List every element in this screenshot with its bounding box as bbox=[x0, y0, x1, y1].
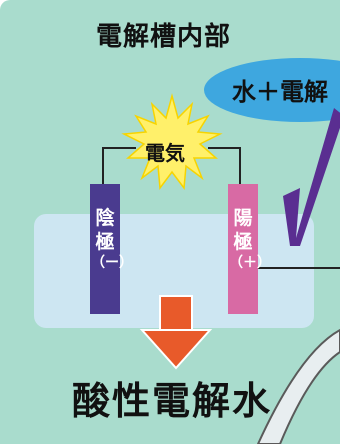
anode-label: 陽 極 （＋） bbox=[229, 206, 271, 272]
wire-left bbox=[102, 147, 136, 184]
speech-bubble-text: 水＋電解 bbox=[232, 78, 328, 106]
power-label: 電気 bbox=[145, 141, 185, 165]
speech-bubble bbox=[204, 58, 340, 122]
cathode-name-1: 陰 bbox=[95, 207, 115, 229]
diagram-title: 電解槽内部 bbox=[96, 22, 232, 52]
cathode-sign: （ー） bbox=[91, 255, 133, 271]
cathode-electrode bbox=[90, 184, 120, 314]
anode-sign: （＋） bbox=[229, 255, 271, 271]
cathode-label: 陰 極 （ー） bbox=[91, 206, 133, 272]
sun-burst-icon bbox=[121, 93, 223, 191]
anode-name-2: 極 bbox=[233, 231, 253, 253]
down-arrow-icon bbox=[139, 295, 213, 370]
anode-name-1: 陽 bbox=[233, 207, 253, 229]
cathode-name-2: 極 bbox=[95, 231, 115, 253]
checkmark-arrow-icon bbox=[283, 108, 340, 246]
result-label: 酸性電解水 bbox=[72, 379, 273, 423]
anode-electrode bbox=[228, 184, 258, 314]
wire-right bbox=[208, 147, 241, 184]
device-ring-edge bbox=[256, 328, 340, 444]
